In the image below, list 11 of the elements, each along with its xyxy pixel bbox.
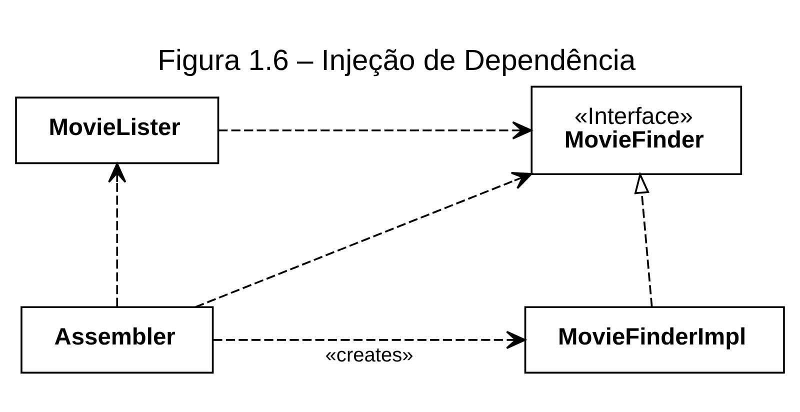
arrow bbox=[195, 172, 532, 308]
arrow bbox=[218, 121, 532, 140]
arrow bbox=[634, 172, 653, 307]
arrow bbox=[213, 330, 526, 350]
diagram-title: Figura 1.6 – Injeção de Dependência bbox=[158, 44, 636, 77]
edge-label: «creates» bbox=[325, 344, 414, 366]
node-box: MovieFinderImpl bbox=[524, 306, 785, 374]
arrow bbox=[108, 162, 126, 307]
node-box: «Interface» MovieFinder bbox=[530, 86, 742, 176]
node-box: MovieLister bbox=[15, 96, 220, 164]
node-box: Assembler bbox=[20, 306, 214, 374]
